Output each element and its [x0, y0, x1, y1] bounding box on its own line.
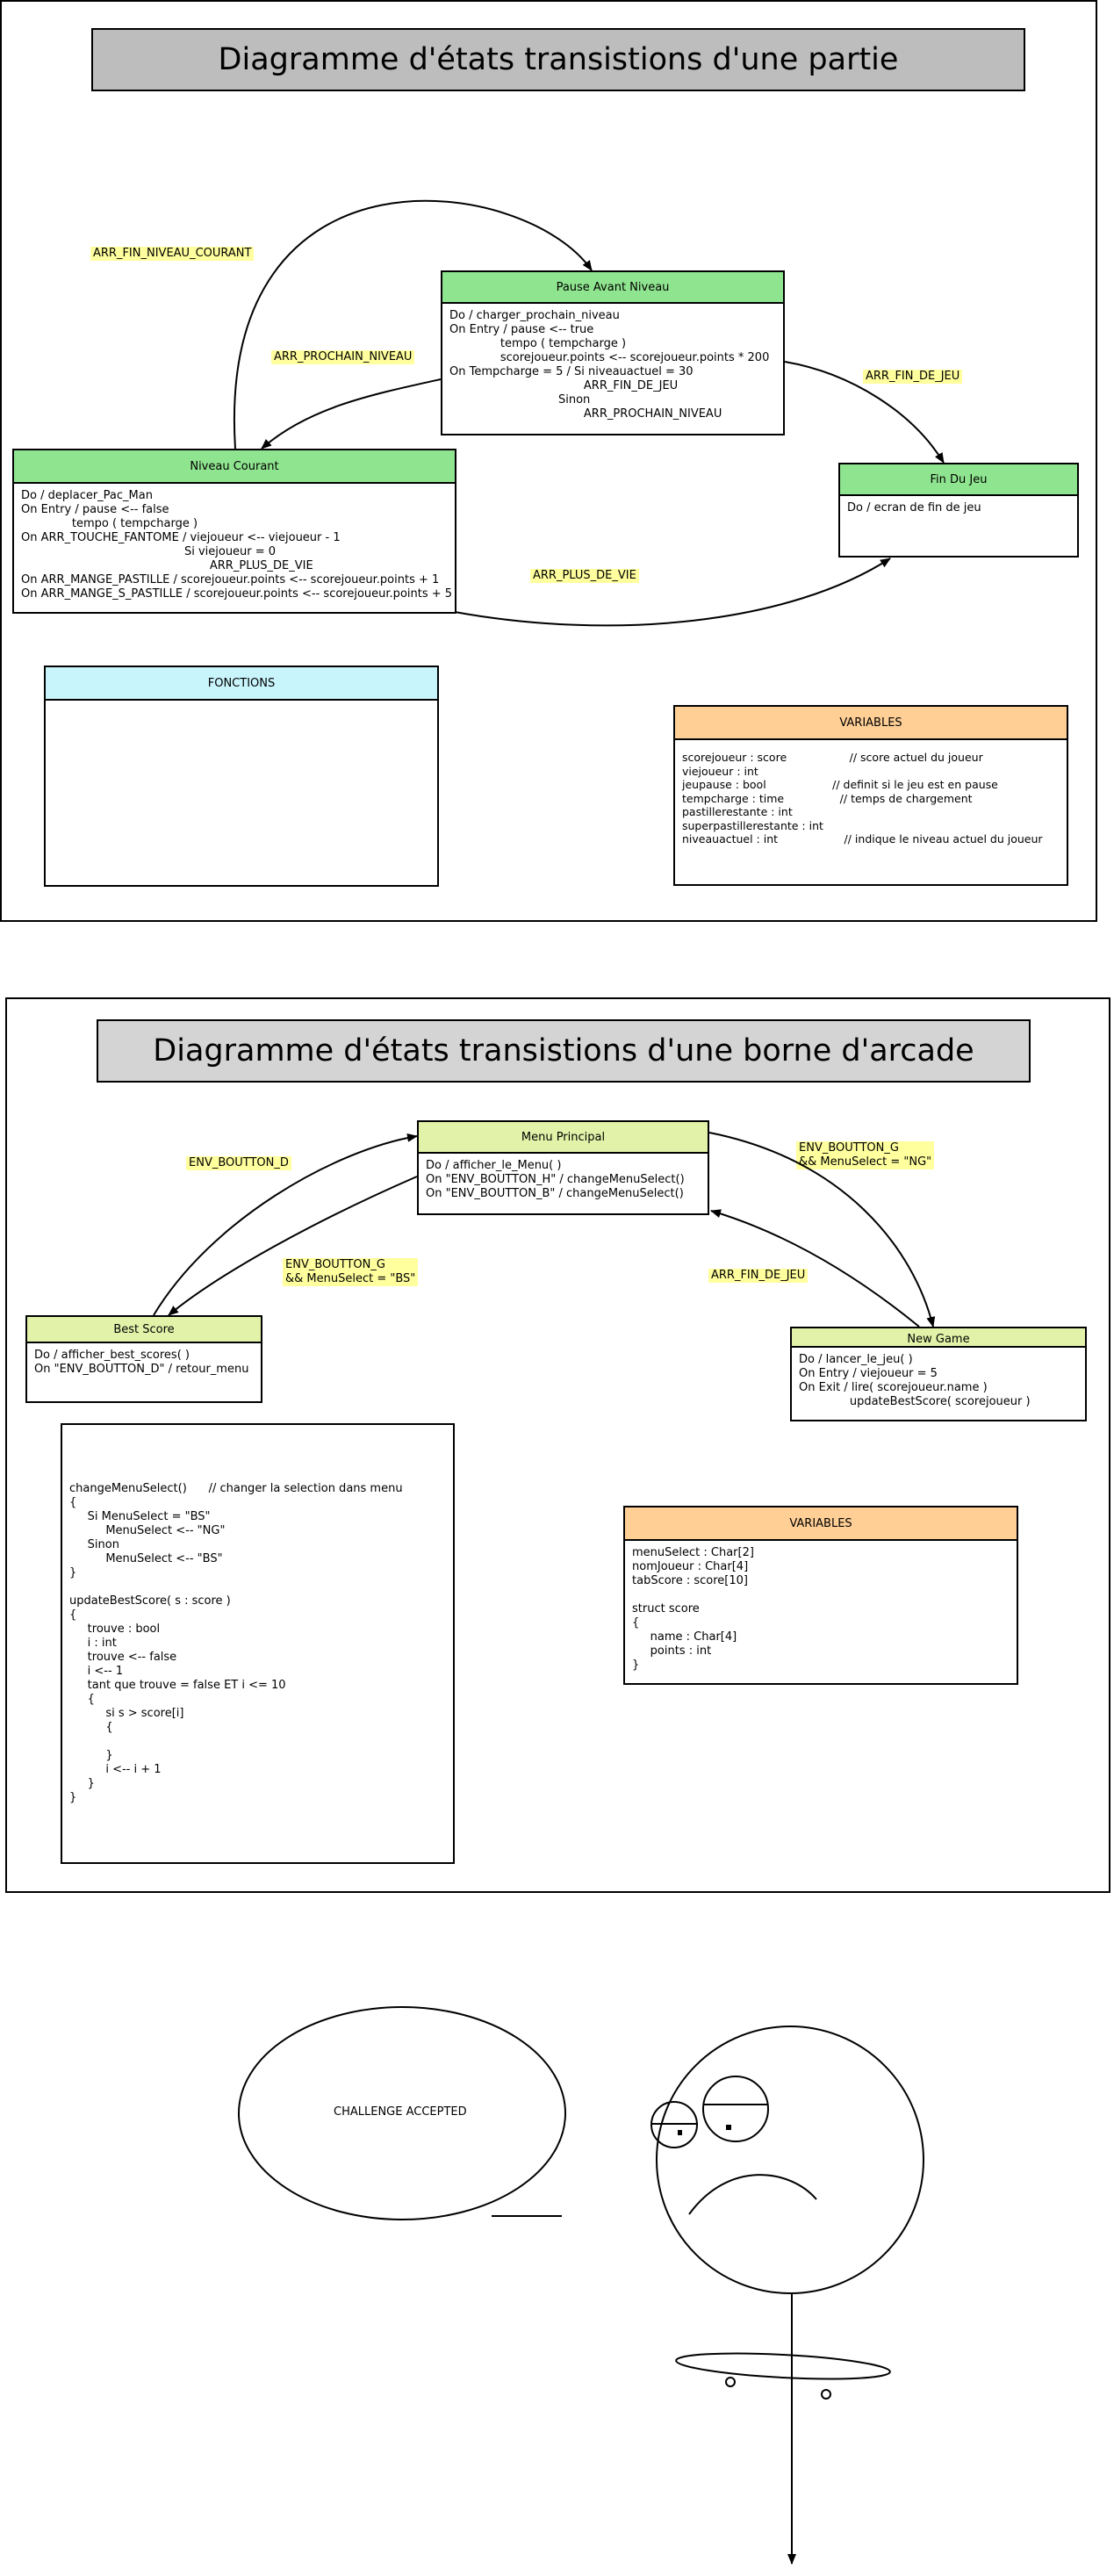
- label-arr-fin-de-jeu-arcade: ARR_FIN_DE_JEU: [708, 1269, 809, 1283]
- face-right-eye: [702, 2076, 769, 2142]
- arrow-boutton-g-ng: [708, 1132, 936, 1328]
- arrow-boutton-g-bs: [168, 1176, 418, 1316]
- variables-box-game: VARIABLES scorejoueur : score // score a…: [673, 705, 1068, 886]
- state-body: Do / charger_prochain_niveau On Entry / …: [449, 309, 770, 421]
- arcade-diagram-frame: [5, 997, 1110, 1893]
- figure-skateboard: [675, 2352, 891, 2380]
- arrow-plus-de-vie: [454, 558, 891, 627]
- face-head: [656, 2026, 924, 2294]
- challenge-accepted-meme: [238, 2006, 924, 2565]
- arrow-prochain-niveau: [261, 378, 442, 450]
- label-arr-plus-de-vie: ARR_PLUS_DE_VIE: [530, 569, 639, 583]
- state-body: Do / ecran de fin de jeu: [847, 501, 981, 514]
- arrow-fin-de-jeu: [784, 361, 945, 464]
- label-env-boutton-g-ng: ENV_BOUTTON_G && MenuSelect = "NG": [796, 1141, 935, 1169]
- state-header: Fin Du Jeu: [840, 464, 1077, 496]
- arrow-boutton-d: [153, 1133, 418, 1316]
- speech-bubble-text: CHALLENGE ACCEPTED: [334, 2105, 467, 2119]
- game-diagram-frame: [0, 0, 1097, 922]
- skateboard-wheel: [725, 2377, 736, 2387]
- state-menu-principal: Menu Principal Do / afficher_le_Menu( ) …: [417, 1120, 709, 1215]
- state-header: VARIABLES: [625, 1507, 1017, 1541]
- state-header: FONCTIONS: [46, 667, 437, 701]
- state-header: Menu Principal: [419, 1122, 708, 1154]
- state-best-score: Best Score Do / afficher_best_scores( ) …: [25, 1315, 262, 1403]
- label-env-boutton-g-bs: ENV_BOUTTON_G && MenuSelect = "BS": [283, 1258, 419, 1286]
- state-body: Do / afficher_best_scores( ) On "ENV_BOU…: [34, 1349, 249, 1376]
- game-diagram-title: Diagramme d'états transistions d'une par…: [91, 28, 1025, 91]
- speech-bubble: [238, 2006, 566, 2220]
- arrow-arr-fin-de-jeu: [710, 1209, 920, 1328]
- face-mouth: [688, 2174, 817, 2215]
- state-header: Pause Avant Niveau: [442, 272, 783, 304]
- state-body: menuSelect : Char[2] nomJoueur : Char[4]…: [632, 1546, 754, 1672]
- state-body: scorejoueur : score // score actuel du j…: [682, 751, 1043, 845]
- arrow-fin-niveau-courant: [233, 199, 593, 450]
- label-arr-prochain-niveau: ARR_PROCHAIN_NIVEAU: [271, 350, 415, 364]
- state-body: Do / deplacer_Pac_Man On Entry / pause <…: [21, 489, 453, 601]
- state-new-game: New Game Do / lancer_le_jeu( ) On Entry …: [790, 1327, 1087, 1421]
- state-pause-avant-niveau: Pause Avant Niveau Do / charger_prochain…: [441, 270, 785, 435]
- label-arr-fin-de-jeu: ARR_FIN_DE_JEU: [863, 370, 963, 384]
- state-body: Do / afficher_le_Menu( ) On "ENV_BOUTTON…: [426, 1159, 685, 1200]
- code-box: changeMenuSelect() // changer la selecti…: [61, 1423, 455, 1864]
- state-body: Do / lancer_le_jeu( ) On Entry / viejoue…: [799, 1353, 1031, 1408]
- state-header: Best Score: [27, 1317, 261, 1343]
- state-niveau-courant: Niveau Courant Do / deplacer_Pac_Man On …: [12, 449, 456, 614]
- variables-box-arcade: VARIABLES menuSelect : Char[2] nomJoueur…: [623, 1506, 1018, 1685]
- arcade-diagram-title: Diagramme d'états transistions d'une bor…: [97, 1019, 1031, 1083]
- state-header: Niveau Courant: [14, 450, 455, 484]
- label-env-boutton-d: ENV_BOUTTON_D: [186, 1156, 291, 1170]
- label-arr-fin-niveau-courant: ARR_FIN_NIVEAU_COURANT: [90, 247, 255, 261]
- state-fin-du-jeu: Fin Du Jeu Do / ecran de fin de jeu: [838, 463, 1079, 558]
- code-body: changeMenuSelect() // changer la selecti…: [69, 1482, 403, 1804]
- skateboard-wheel: [821, 2389, 831, 2400]
- state-header: VARIABLES: [675, 707, 1067, 740]
- state-header: New Game: [792, 1328, 1085, 1348]
- fonctions-box: FONCTIONS: [44, 666, 439, 887]
